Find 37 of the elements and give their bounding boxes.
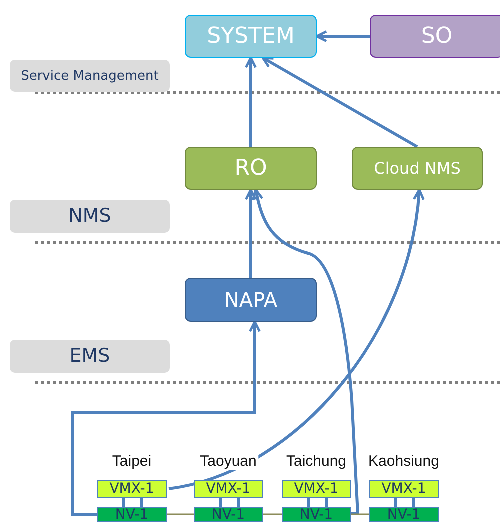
layer-label: NMS: [10, 200, 170, 233]
arrow: [262, 56, 418, 148]
site-label: Taoyuan: [198, 453, 259, 470]
process-box: NAPA: [185, 278, 317, 322]
nv-box: NV-1: [97, 507, 167, 522]
nv-box: NV-1: [282, 507, 351, 522]
connector-line: [122, 498, 126, 507]
layer-label: Service Management: [10, 60, 170, 92]
arrow: [252, 188, 360, 516]
nv-box: NV-1: [369, 507, 439, 522]
arrow: [245, 188, 257, 278]
process-box: Cloud NMS: [352, 147, 483, 190]
site-label: Kaohsiung: [366, 453, 442, 470]
connector-line: [167, 514, 194, 516]
layer-label: EMS: [10, 340, 170, 373]
connector-line: [140, 498, 144, 507]
connector-line: [238, 498, 240, 507]
connector-line: [220, 498, 222, 507]
site-label: Taipei: [110, 453, 154, 470]
connector-line: [394, 498, 398, 507]
vmx-box: VMX-1: [369, 480, 439, 498]
vmx-box: VMX-1: [282, 480, 351, 498]
process-box: SO: [370, 15, 500, 58]
connector-line: [351, 514, 369, 516]
connector-line: [308, 498, 310, 507]
arrow: [168, 188, 424, 490]
arrow: [316, 30, 370, 42]
process-box: RO: [185, 147, 317, 190]
system-box: SYSTEM: [185, 15, 317, 58]
arrow: [245, 56, 257, 147]
connector-line: [326, 498, 328, 507]
vmx-box: VMX-1: [97, 480, 167, 498]
connector-line: [263, 514, 282, 516]
arrow: [72, 320, 261, 516]
connector-line: [412, 498, 416, 507]
vmx-box: VMX-1: [194, 480, 263, 498]
nv-box: NV-1: [194, 507, 263, 522]
